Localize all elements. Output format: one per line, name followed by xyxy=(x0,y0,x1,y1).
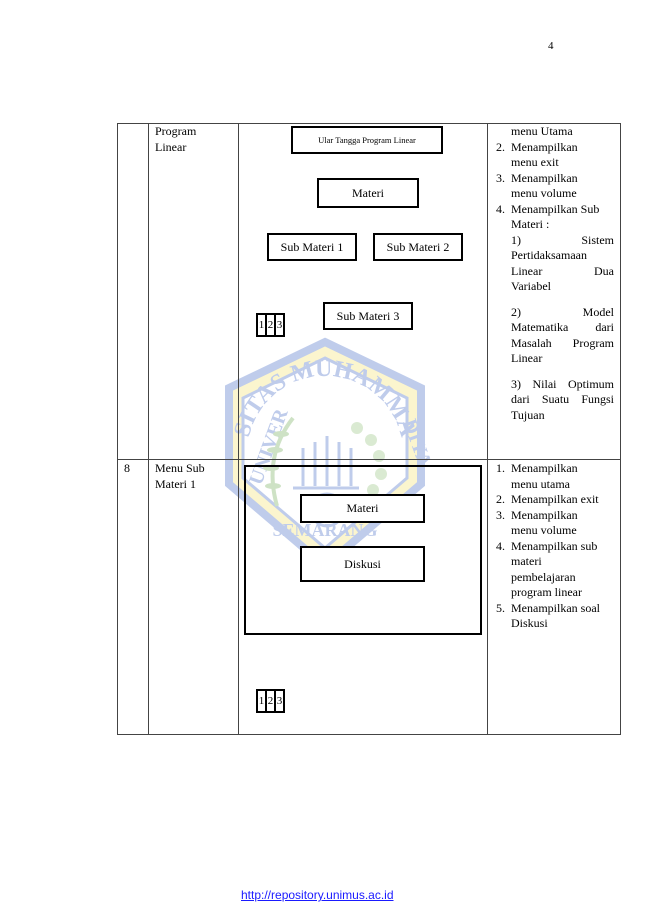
row1-name: Program Linear xyxy=(155,124,197,154)
sub-materi-1-button[interactable]: Sub Materi 1 xyxy=(267,233,357,261)
row2-number: 8 xyxy=(124,461,130,475)
sub-list-item: 3) Nilai Optimum dari Suatu Fungsi Tujua… xyxy=(511,376,614,422)
screen-frame xyxy=(244,465,482,635)
materi-button[interactable]: Materi xyxy=(317,178,419,208)
watermark-text-bottom: SEMARANG xyxy=(272,520,377,540)
pager-button-3[interactable]: 3 xyxy=(274,313,285,337)
sub-list-item: 2) Model Matematika dari Masalah Program… xyxy=(511,304,614,366)
page-number: 4 xyxy=(548,40,554,52)
table-col-divider-1 xyxy=(148,123,149,735)
materi-button[interactable]: Materi xyxy=(300,494,425,523)
sub-materi-2-button[interactable]: Sub Materi 2 xyxy=(373,233,463,261)
repository-link[interactable]: http://repository.unimus.ac.id xyxy=(241,888,394,902)
list-item: 2.Menampilkan exit xyxy=(496,492,599,506)
row2-name: Menu Sub Materi 1 xyxy=(155,461,205,491)
row1-pager: 1 2 3 xyxy=(256,313,285,337)
table-border-top xyxy=(117,123,621,124)
table-border-left xyxy=(117,123,118,735)
table-col-divider-3 xyxy=(487,123,488,735)
row2-pager: 1 2 3 xyxy=(256,689,285,713)
list-item: menu Utama xyxy=(511,124,573,138)
table-border-bottom xyxy=(117,734,621,735)
table-row-divider xyxy=(117,459,621,460)
table-col-divider-2 xyxy=(238,123,239,735)
table-border-right xyxy=(620,123,621,735)
title-box: Ular Tangga Program Linear xyxy=(291,126,443,154)
sub-materi-3-button[interactable]: Sub Materi 3 xyxy=(323,302,413,330)
diskusi-button[interactable]: Diskusi xyxy=(300,546,425,582)
sub-list-item: 1) Sistem Pertidaksamaan Linear Dua Vari… xyxy=(511,232,614,294)
pager-button-3[interactable]: 3 xyxy=(274,689,285,713)
